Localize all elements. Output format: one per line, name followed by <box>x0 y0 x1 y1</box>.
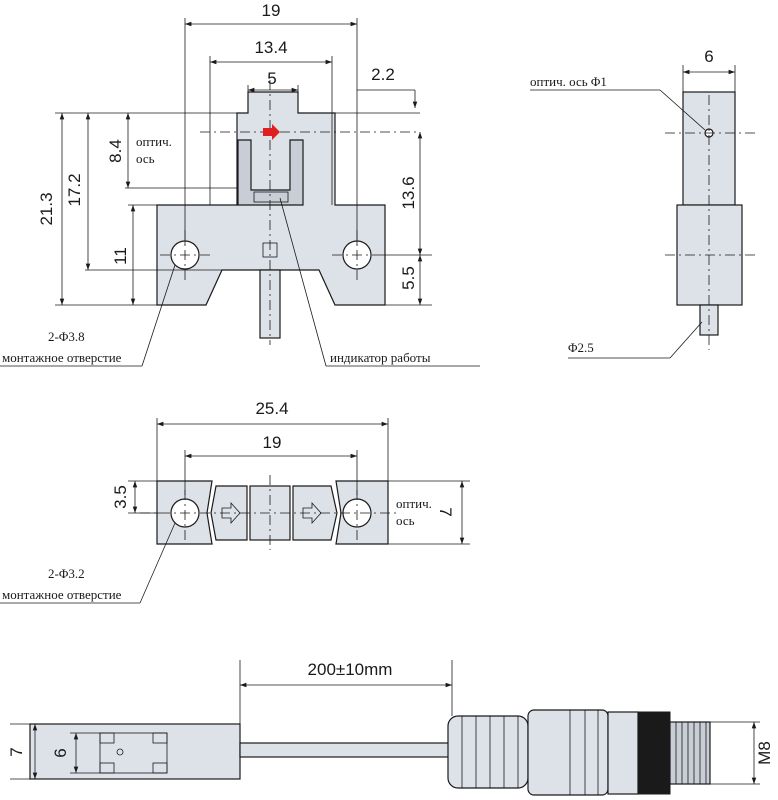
front-lens <box>253 191 289 203</box>
front-dim-right-low: 5.5 <box>399 266 418 290</box>
front-hole-spec: 2-Φ3.8 <box>48 329 85 344</box>
top-arrow-icon-2 <box>302 501 322 525</box>
side-upper <box>682 91 736 206</box>
cable-dim-length: 200±10mm <box>308 660 393 679</box>
front-dim-inner: 13.4 <box>254 38 287 57</box>
emitter-arrow-icon <box>263 124 280 140</box>
front-dim-mid: 17.2 <box>65 173 84 206</box>
top-hole-label: монтажное отверстие <box>2 587 122 602</box>
cable-view: 200±10mm 7 6 M8 <box>7 660 774 796</box>
front-dim-slot: 5 <box>267 69 276 88</box>
connector-size: M8 <box>755 741 774 765</box>
top-dim-height: 7 <box>436 507 455 516</box>
front-dim-offset: 2.2 <box>371 65 395 84</box>
top-axis-label-2: ось <box>396 513 415 528</box>
front-axis-label-2: ось <box>136 151 155 166</box>
front-axis-label-1: оптич. <box>136 134 172 149</box>
connector-nut <box>637 711 671 795</box>
top-view: 25.4 19 3.5 7 оптич. ось 2-Φ3.2 монтажно… <box>0 399 470 604</box>
top-hole-spec: 2-Φ3.2 <box>48 566 85 581</box>
side-view: 6 оптич. ось Φ1 Φ2.5 <box>530 47 755 359</box>
side-axis-label: оптич. ось Φ1 <box>530 74 607 89</box>
front-dim-width: 19 <box>262 1 281 20</box>
indicator-label: индикатор работы <box>330 350 431 365</box>
side-cable-dia: Φ2.5 <box>568 340 594 355</box>
cable-sensor-face <box>99 732 168 774</box>
front-dim-low: 11 <box>111 247 130 265</box>
connector-thread <box>669 721 711 785</box>
cable-dim-inner: 6 <box>51 748 70 757</box>
cable-dim-outer: 7 <box>7 747 26 756</box>
front-dim-axis: 8.4 <box>106 139 125 163</box>
top-dim-holes: 19 <box>263 433 282 452</box>
top-dim-total: 25.4 <box>255 399 288 418</box>
top-axis-label-1: оптич. <box>396 496 432 511</box>
connector-body <box>527 709 609 796</box>
cable-wire <box>239 742 451 758</box>
front-hole-label: монтажное отверстие <box>2 350 122 365</box>
top-arrow-icon-1 <box>221 501 241 525</box>
front-dim-right-mid: 13.6 <box>399 176 418 209</box>
connector-grip <box>447 715 529 789</box>
front-view: 19 13.4 5 2.2 21.3 17.2 8.4 оптич. ось 1… <box>0 1 480 367</box>
side-dim-width: 6 <box>704 47 713 66</box>
front-dim-height: 21.3 <box>37 192 56 225</box>
connector-ring <box>607 711 639 795</box>
top-dim-edge: 3.5 <box>111 485 130 509</box>
